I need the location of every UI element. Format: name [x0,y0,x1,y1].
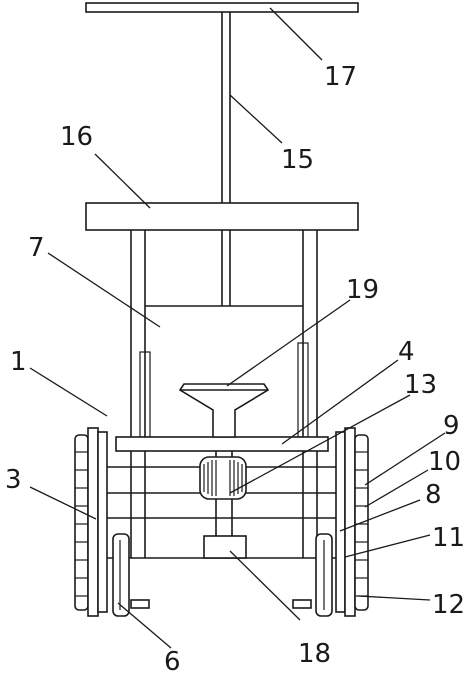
leader-19 [226,299,351,387]
label-19: 19 [346,275,379,305]
label-15: 15 [281,145,314,175]
leader-7 [47,252,161,328]
label-13: 13 [404,370,437,400]
leader-13 [229,394,411,494]
leader-17 [269,7,323,61]
leader-4 [281,359,399,445]
label-8: 8 [425,480,442,510]
leader-12 [357,595,431,601]
label-10: 10 [428,447,461,477]
left-wheel-disc-b [97,431,108,613]
leader-15 [229,94,283,144]
label-4: 4 [398,337,415,367]
left-small-wheel [112,533,130,617]
right-foot-bracket [292,599,312,609]
motor-housing [199,456,247,500]
funnel [178,383,270,438]
leader-9 [364,432,446,486]
label-18: 18 [298,639,331,669]
cross-plate [85,202,359,231]
label-12: 12 [432,590,465,620]
leader-11 [344,534,431,558]
left-outer-tread [74,434,89,611]
left-wheel-assembly [74,427,108,617]
label-16: 16 [60,122,93,152]
label-9: 9 [443,411,460,441]
label-3: 3 [5,465,22,495]
leader-1 [29,367,108,417]
left-foot-bracket [130,599,150,609]
motor [199,456,247,500]
right-wheel-disc-b [335,431,346,613]
leader-10 [364,469,429,508]
leader-16 [94,153,151,209]
label-1: 1 [10,347,27,377]
leader-6 [117,602,172,649]
leader-18 [229,550,301,621]
label-7: 7 [28,233,45,263]
right-wheel-disc-a [344,427,356,617]
leader-8 [339,499,421,532]
top-plate [85,2,359,13]
left-wheel-disc-a [87,427,99,617]
label-6: 6 [164,647,181,675]
bottom-box [203,535,247,559]
label-17: 17 [324,62,357,92]
label-11: 11 [432,523,465,553]
horizontal-beam [115,436,329,452]
leader-3 [29,486,97,520]
